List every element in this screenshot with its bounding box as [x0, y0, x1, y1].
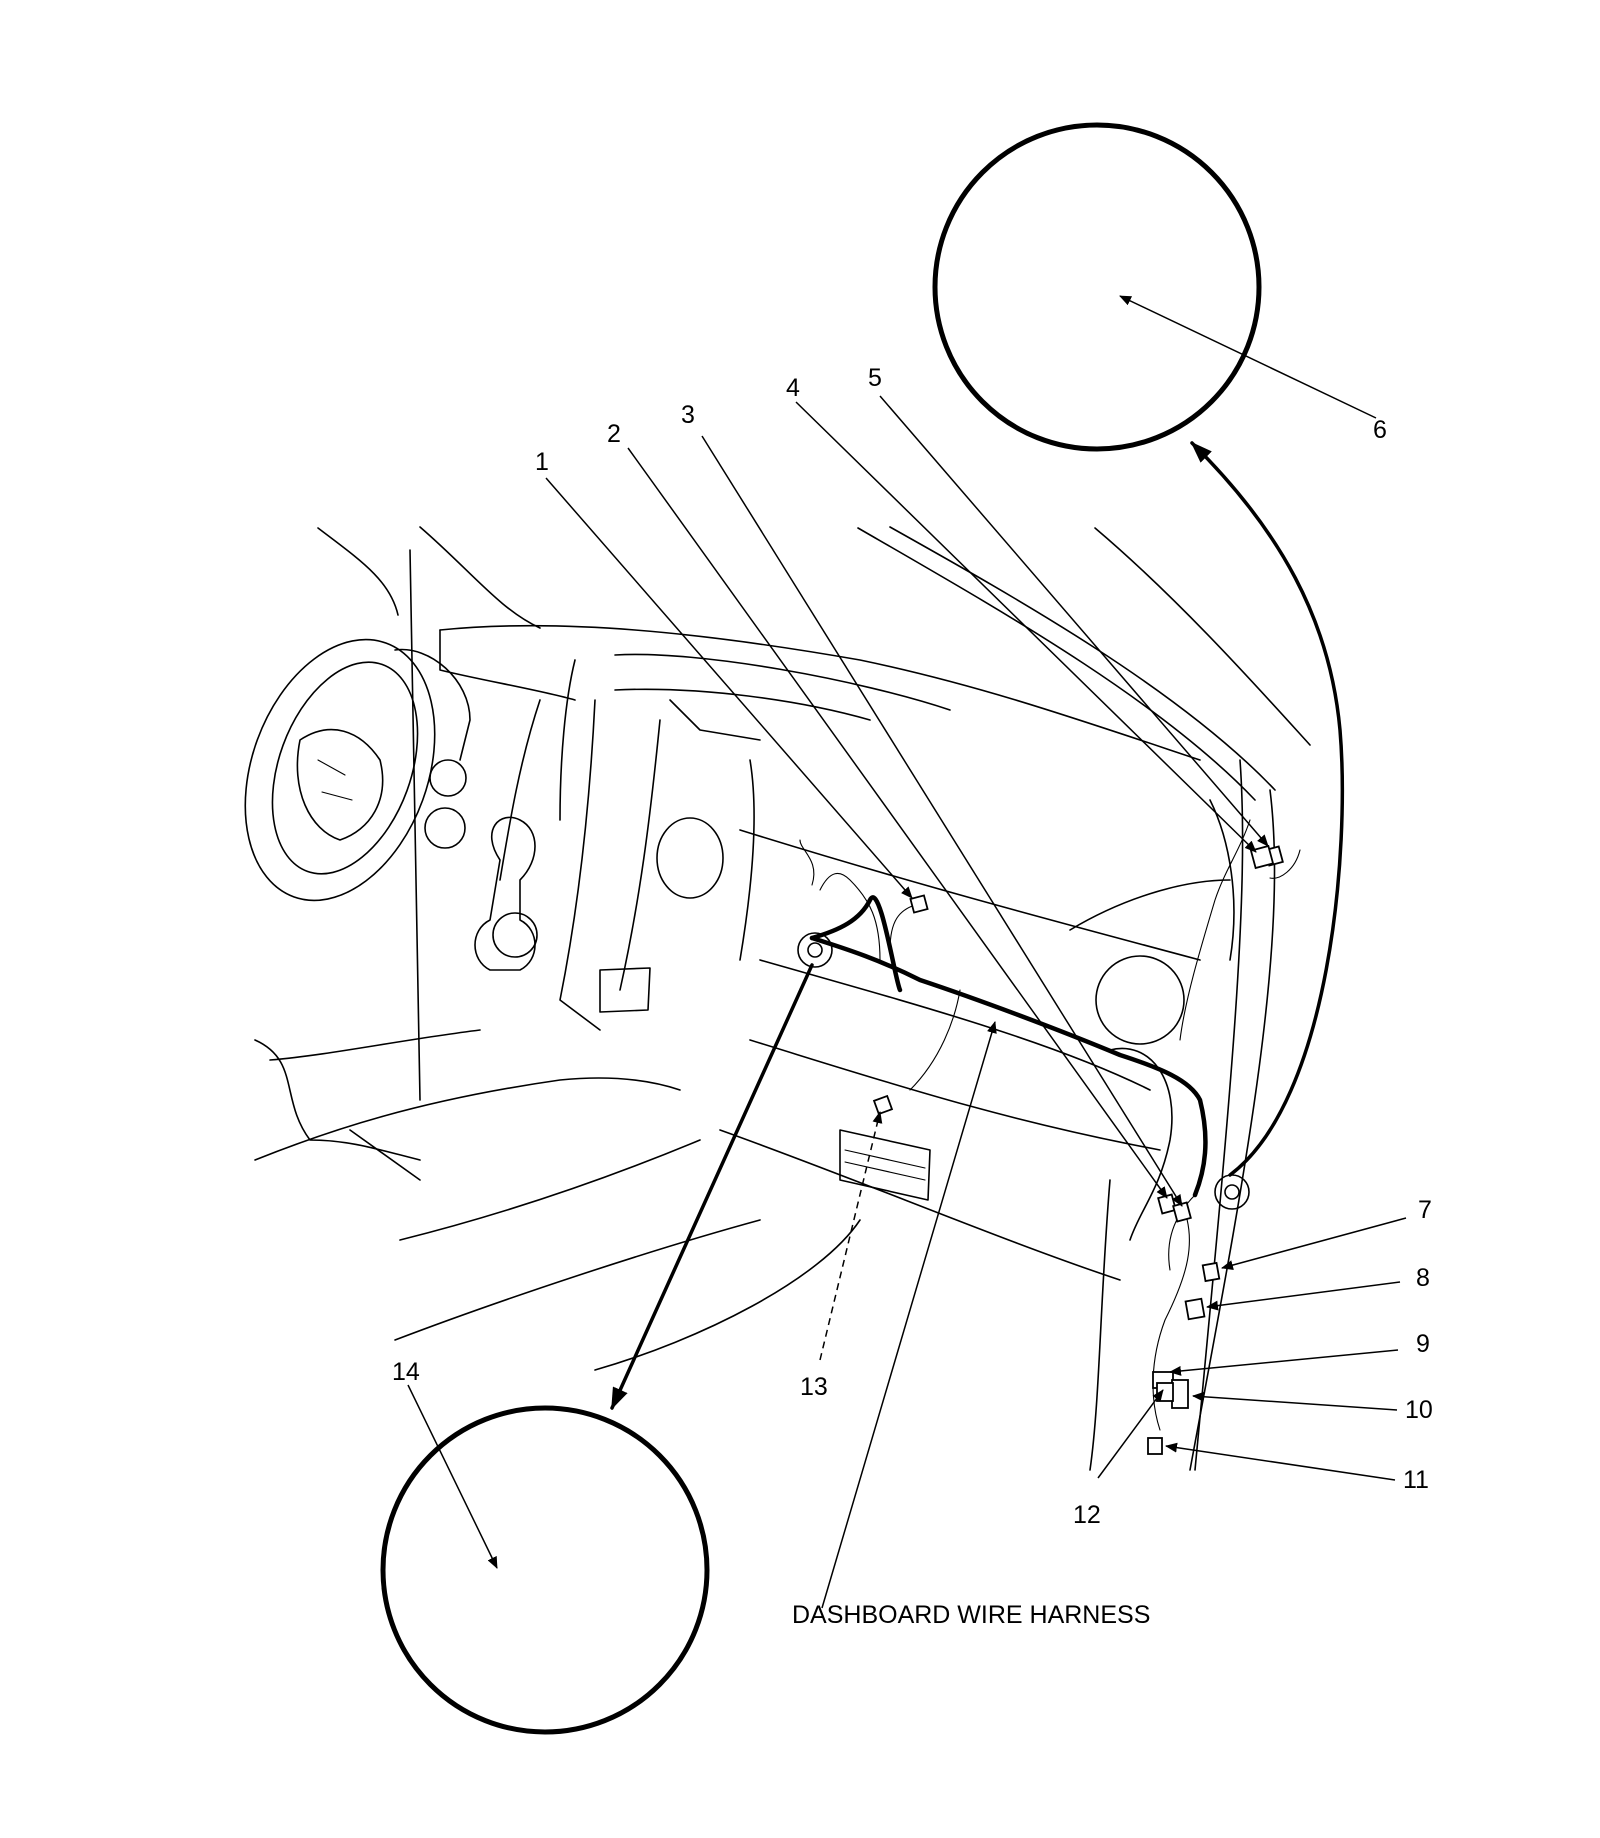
callout-8: 8 — [1416, 1264, 1430, 1292]
callout-2: 2 — [607, 420, 621, 448]
callout-3: 3 — [681, 401, 695, 429]
callout-1: 1 — [535, 448, 549, 476]
callout-6: 6 — [1373, 416, 1387, 444]
detail-view-top — [932, 122, 1262, 452]
callout-14: 14 — [392, 1358, 420, 1386]
dashboard-illustration — [244, 526, 1311, 1471]
callout-12: 12 — [1073, 1501, 1101, 1529]
leader-lines — [407, 295, 1407, 1609]
ground-bolt-left — [797, 932, 833, 968]
callout-5: 5 — [868, 364, 882, 392]
callout-9: 9 — [1416, 1330, 1430, 1358]
detail-view-bottom — [380, 1405, 710, 1735]
callout-13: 13 — [800, 1373, 828, 1401]
diagram-caption: DASHBOARD WIRE HARNESS — [792, 1601, 1150, 1629]
callout-7: 7 — [1418, 1196, 1432, 1224]
callout-11: 11 — [1403, 1466, 1429, 1494]
callout-4: 4 — [786, 374, 800, 402]
dashboard-wire-harness — [799, 819, 1301, 1431]
connectors — [872, 844, 1284, 1455]
callout-10: 10 — [1405, 1396, 1433, 1424]
callout-labels: 1 2 3 4 5 6 7 8 9 10 11 12 13 14 DASHBOA… — [392, 364, 1433, 1629]
